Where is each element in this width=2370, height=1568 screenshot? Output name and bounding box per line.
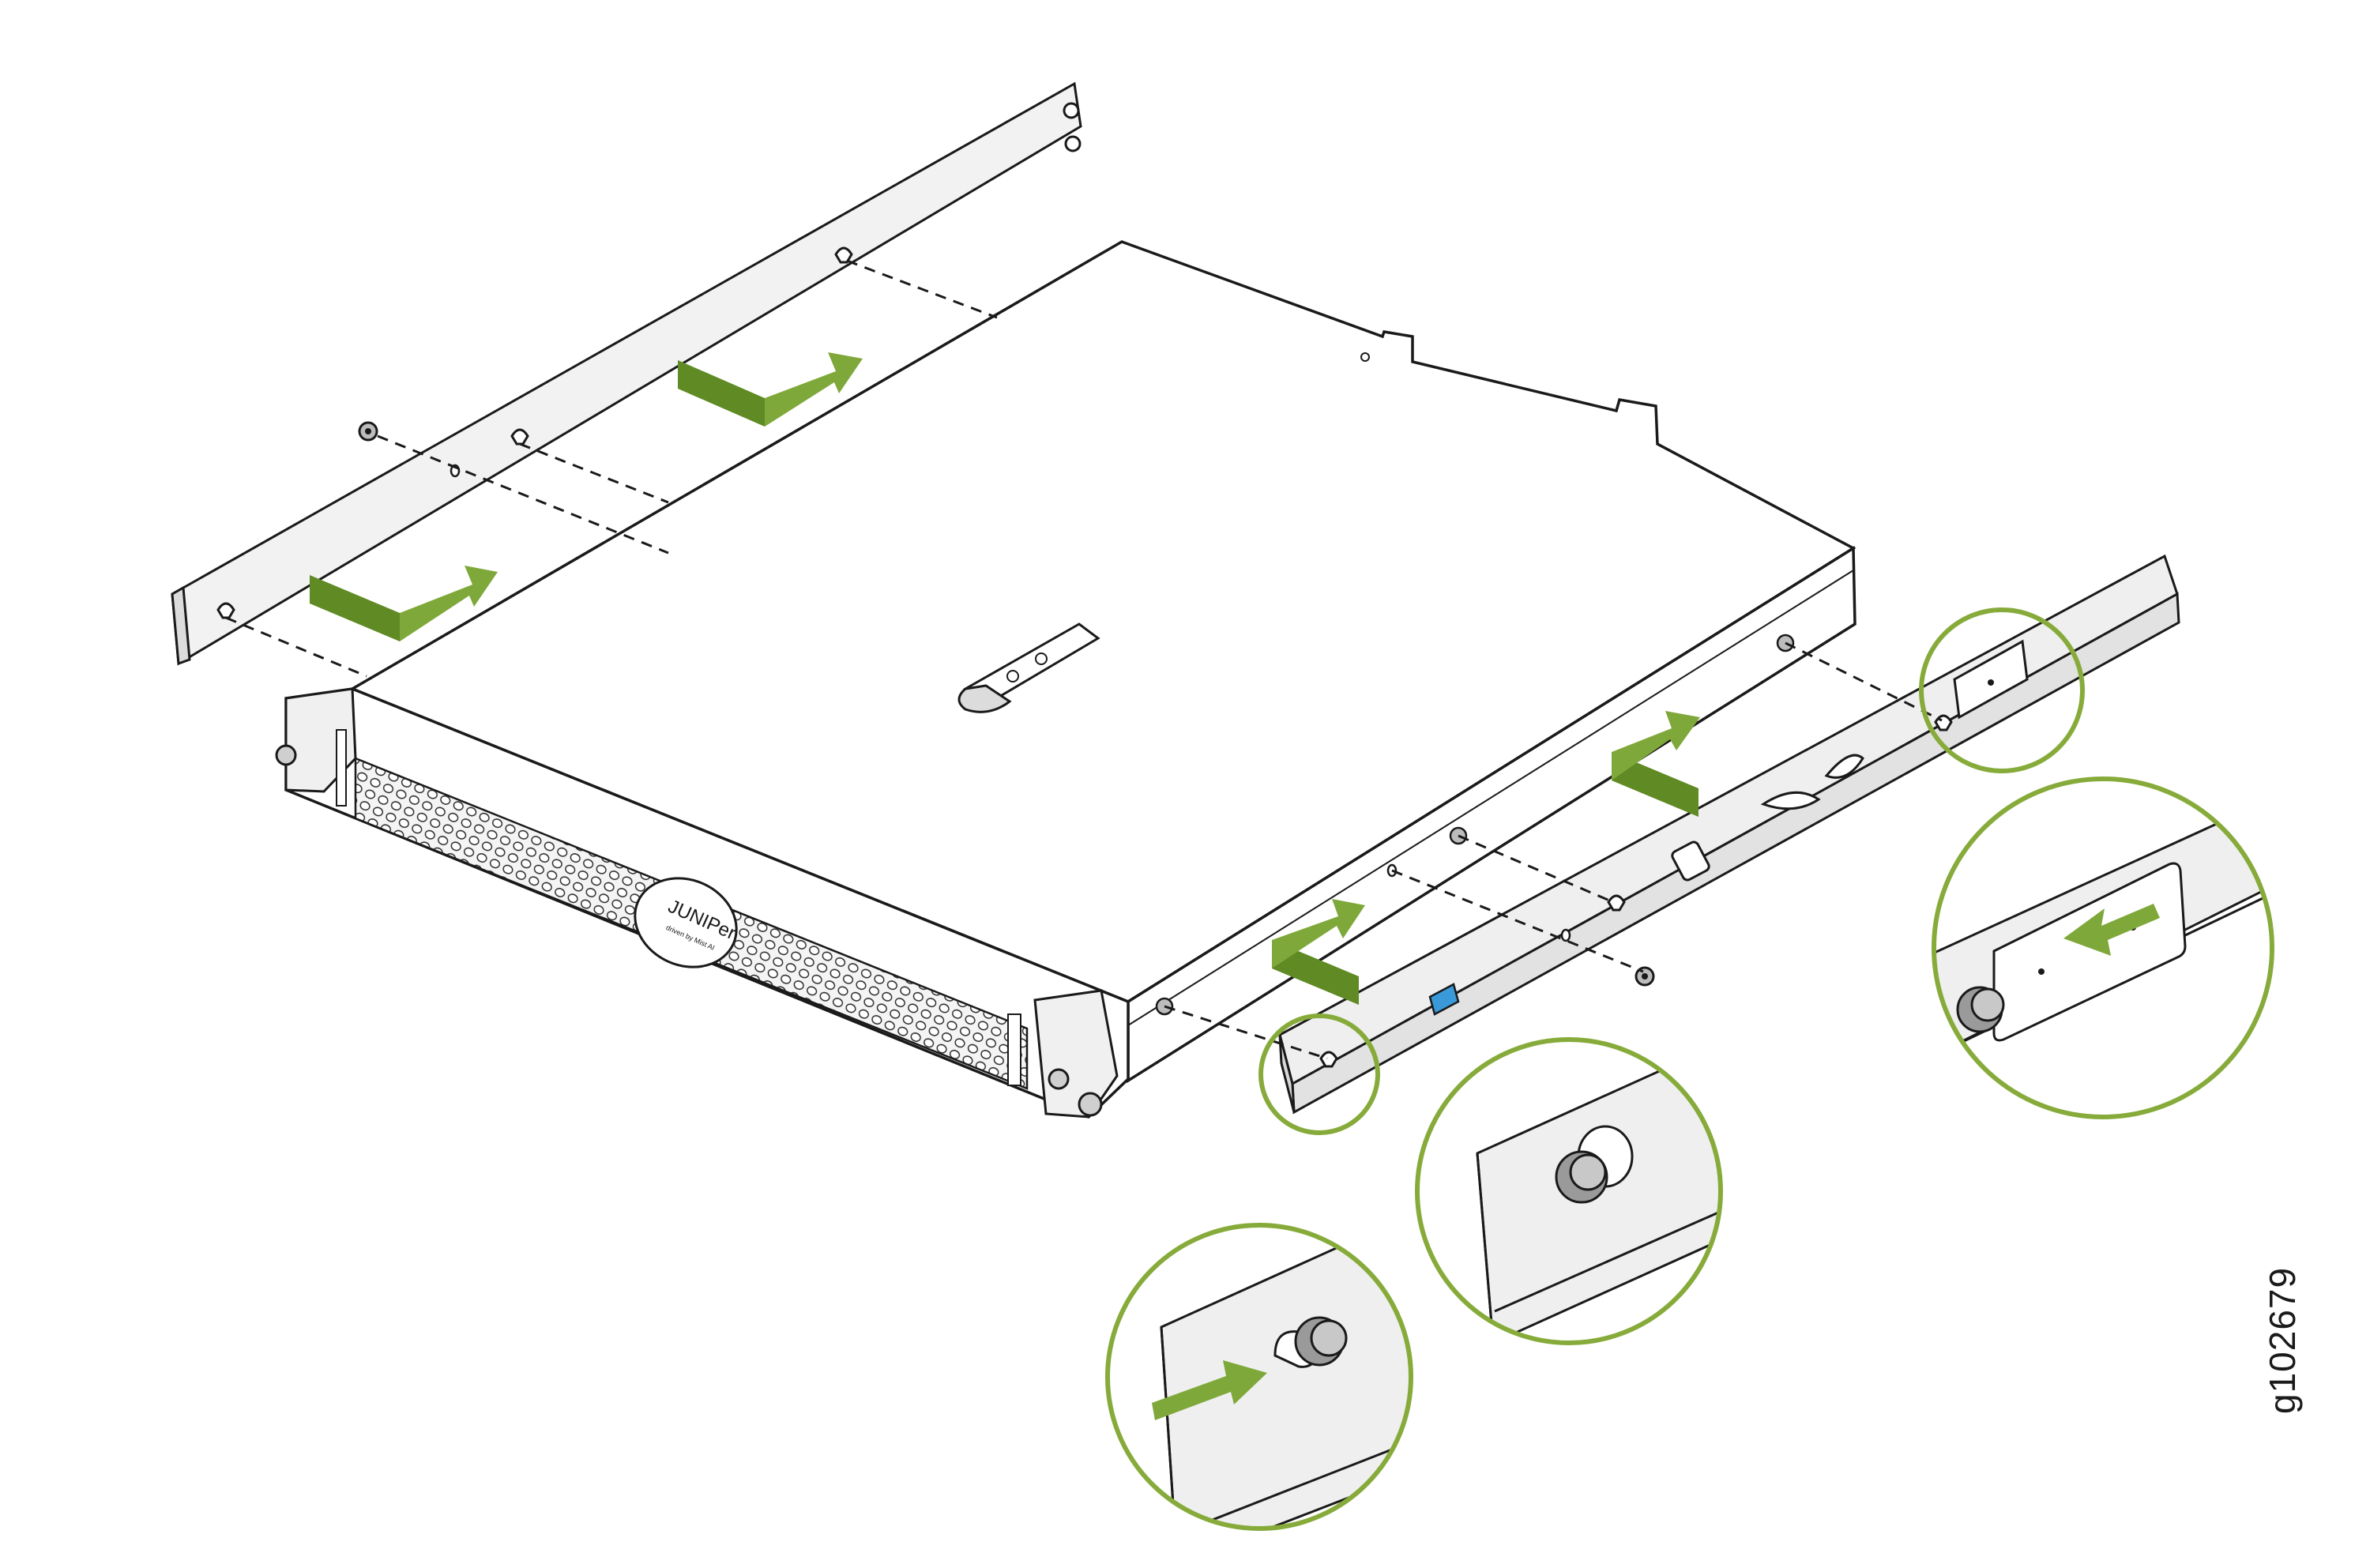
callout-detail-latch [1932, 776, 2274, 1119]
arrow-left-rail-1 [678, 352, 863, 427]
keyhole-slot [834, 246, 853, 264]
figure-id-label: g102679 [2262, 1266, 2303, 1414]
top-label-tab [957, 622, 1100, 713]
callout-ring-rear [1919, 607, 2085, 773]
screw-right [1635, 966, 1655, 987]
thumbscrew-right-2 [1078, 1092, 1103, 1117]
arrow-left-rail-2 [310, 566, 498, 641]
rail-release-latch [1428, 983, 1460, 1016]
thumbscrew-left [275, 744, 297, 766]
right-rail [1278, 554, 2180, 1115]
callout-ring-front [1258, 1013, 1380, 1135]
arrow-right-rail-1 [1612, 711, 1700, 817]
juniper-logo: JUNIPer driven by Mist AI [634, 877, 739, 968]
alignment-lines [225, 259, 1943, 1060]
callout-detail-slot [1105, 1223, 1413, 1531]
screw-left [358, 421, 378, 442]
arrow-right-rail-2 [1272, 899, 1365, 1005]
thumbscrew-right-1 [1048, 1068, 1070, 1090]
callout-detail-standoff [1415, 1037, 1723, 1345]
chassis: JUNIPer driven by Mist AI [275, 240, 1856, 1119]
